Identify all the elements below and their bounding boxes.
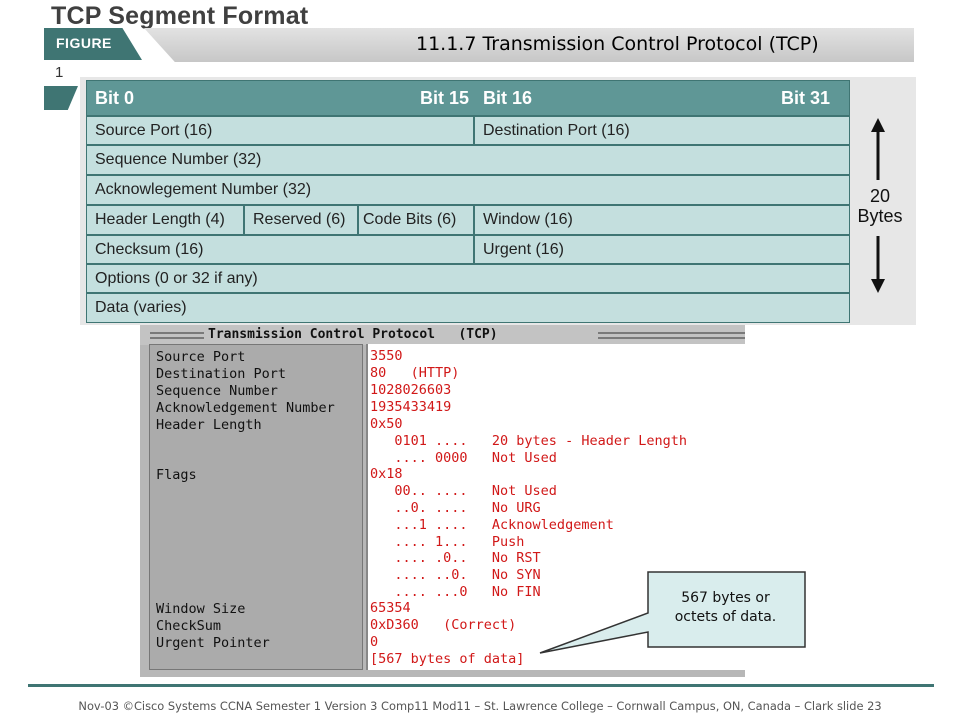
capture-field: Header Length (156, 417, 262, 433)
callout-bubble (539, 571, 806, 654)
segment-row-data: Data (varies) (87, 292, 849, 322)
capture-value: 80 (HTTP) (370, 365, 460, 381)
data-cell: Data (varies) (95, 299, 187, 316)
bit-0-label: Bit 0 (95, 88, 135, 108)
slide-footer: Nov-03 ©Cisco Systems CCNA Semester 1 Ve… (78, 699, 882, 713)
capture-value: 0101 .... 20 bytes - Header Length (370, 433, 687, 449)
segment-row-ack: Acknowlegement Number (32) (87, 174, 849, 204)
capture-field-names: Source Port Destination Port Sequence Nu… (149, 344, 363, 670)
down-arrow-icon (871, 236, 885, 293)
segment-row-sequence: Sequence Number (32) (87, 144, 849, 174)
figure-banner: FIGURE (44, 28, 914, 62)
figure-number-tab (44, 86, 78, 110)
capture-value: 3550 (370, 348, 403, 364)
capture-field: Flags (156, 467, 197, 483)
capture-value: .... 0000 Not Used (370, 450, 557, 466)
callout-text: 567 bytes or octets of data. (648, 589, 803, 627)
titlebar-rule-right-2 (598, 337, 745, 339)
segment-size-unit: Bytes (857, 206, 903, 226)
footer-rule (28, 684, 934, 687)
capture-value: 0x50 (370, 416, 403, 432)
figure-number: 1 (55, 64, 64, 81)
reserved-cell: Reserved (6) (243, 206, 359, 234)
options-cell: Options (0 or 32 if any) (95, 270, 258, 287)
sequence-number-cell: Sequence Number (32) (95, 151, 262, 168)
callout-line-2: octets of data. (674, 609, 777, 625)
capture-field: Sequence Number (156, 383, 278, 399)
capture-value: ..0. .... No URG (370, 500, 541, 516)
capture-field: Window Size (156, 601, 246, 617)
banner-shade (144, 28, 914, 62)
capture-value: ...1 .... Acknowledgement (370, 517, 614, 533)
window-cell: Window (16) (473, 206, 849, 234)
checksum-cell: Checksum (16) (95, 241, 204, 258)
segment-size-label: 20 Bytes (852, 186, 908, 226)
capture-value: 1935433419 (370, 399, 452, 415)
capture-value: .... ...0 No FIN (370, 584, 541, 600)
capture-value: 1028026603 (370, 382, 452, 398)
segment-row-header-fields: Header Length (4) Reserved (6) Code Bits… (87, 204, 849, 234)
destination-port-cell: Destination Port (16) (473, 117, 849, 144)
figure-label: FIGURE (56, 35, 112, 51)
header-length-cell: Header Length (4) (95, 211, 225, 228)
ack-number-cell: Acknowlegement Number (32) (95, 181, 312, 198)
capture-field: Destination Port (156, 366, 287, 382)
tcp-segment-diagram: Bit 0 Bit 15 Bit 16 Bit 31 Source Port (… (86, 80, 850, 323)
capture-title: Transmission Control Protocol (TCP) (208, 327, 498, 342)
capture-field: Urgent Pointer (156, 635, 270, 651)
capture-value: .... 1... Push (370, 534, 525, 550)
code-bits-cell: Code Bits (6) (357, 206, 475, 234)
capture-value: 00.. .... Not Used (370, 483, 557, 499)
capture-value: 0 (370, 634, 379, 650)
figure-title: TCP Segment Format (51, 2, 309, 30)
slide-heading: 11.1.7 Transmission Control Protocol (TC… (416, 33, 819, 55)
bit-31-label: Bit 31 (781, 88, 831, 108)
figure-tab: FIGURE (44, 28, 142, 60)
segment-row-options: Options (0 or 32 if any) (87, 263, 849, 292)
segment-row-checksum: Checksum (16) Urgent (16) (87, 234, 849, 263)
capture-value: .... .0.. No RST (370, 550, 541, 566)
bit-16-label: Bit 16 (483, 88, 533, 108)
capture-field: CheckSum (156, 618, 222, 634)
titlebar-rule-left-1 (150, 332, 204, 334)
up-arrow-icon (871, 118, 885, 180)
bit-15-label: Bit 15 (420, 88, 470, 108)
capture-field: Acknowledgement Number (156, 400, 335, 416)
segment-size-number: 20 (869, 186, 891, 206)
capture-value: 0x18 (370, 466, 403, 482)
capture-value: 0xD360 (Correct) (370, 617, 517, 633)
capture-value: 65354 (370, 600, 411, 616)
segment-row-ports: Source Port (16) Destination Port (16) (87, 115, 849, 144)
source-port-cell: Source Port (16) (95, 122, 213, 139)
callout-line-1: 567 bytes or (681, 590, 770, 606)
capture-titlebar: Transmission Control Protocol (TCP) (140, 325, 745, 345)
capture-value: [567 bytes of data] (370, 651, 525, 667)
capture-value: .... ..0. No SYN (370, 567, 541, 583)
size-arrows (871, 118, 885, 293)
bit-header-row: Bit 0 Bit 15 Bit 16 Bit 31 (87, 81, 849, 115)
titlebar-rule-right-1 (598, 332, 745, 334)
capture-field: Source Port (156, 349, 246, 365)
urgent-cell: Urgent (16) (473, 236, 849, 263)
titlebar-rule-left-2 (150, 337, 204, 339)
